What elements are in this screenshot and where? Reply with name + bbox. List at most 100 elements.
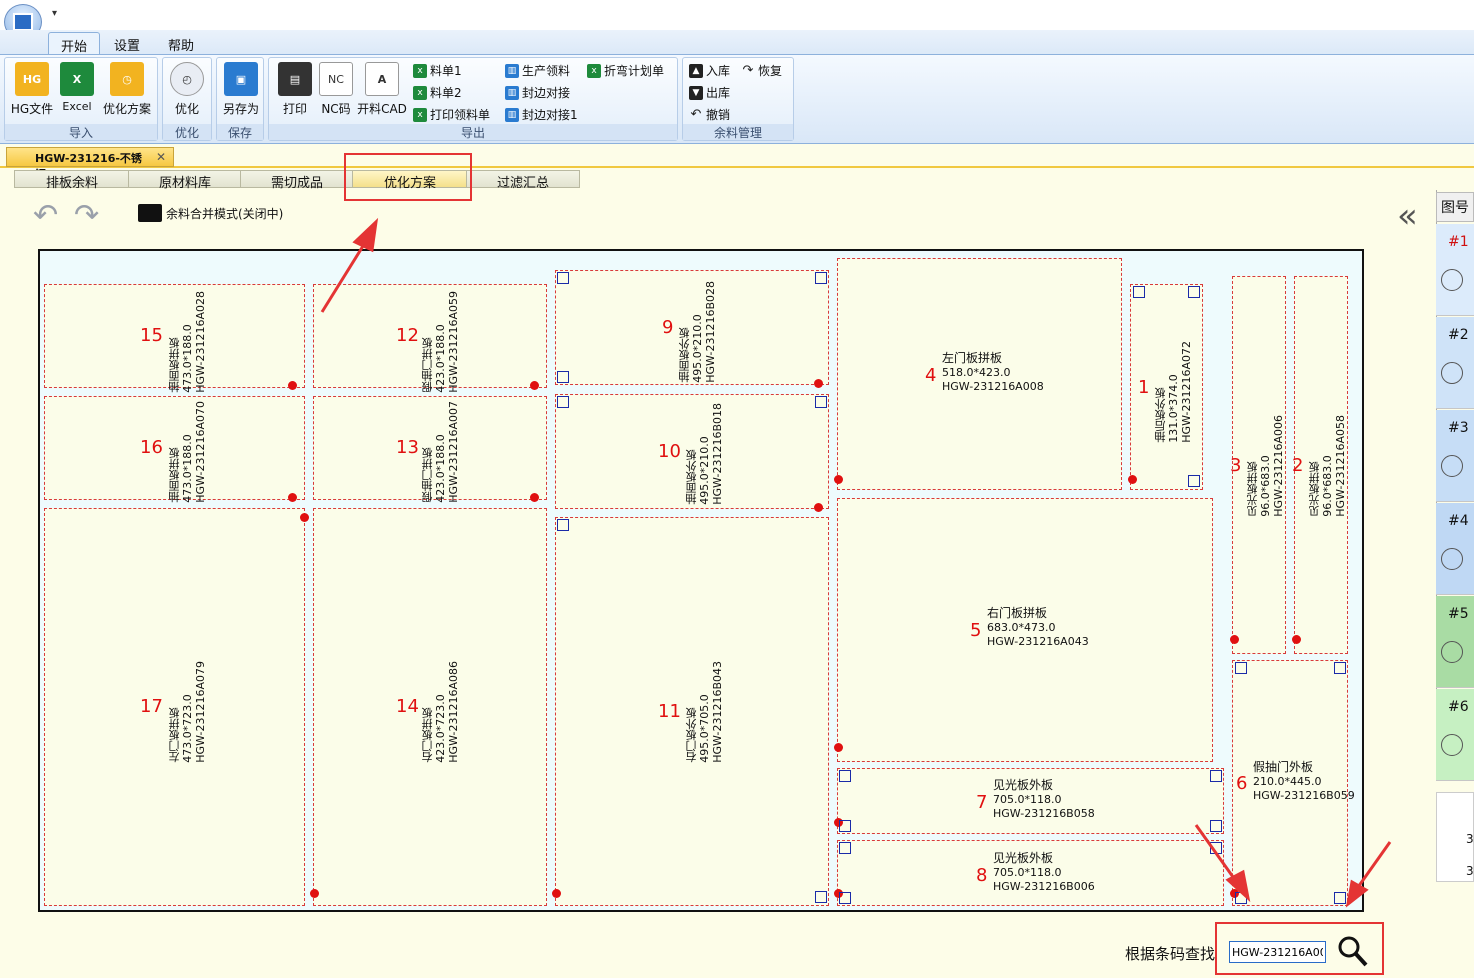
stock-out-button[interactable]: ▼出库 bbox=[689, 84, 730, 101]
group-save: ▣ 另存为 保存 bbox=[216, 57, 264, 141]
document-tab[interactable]: HGW-231216-不锈钢 bbox=[6, 147, 174, 181]
tab-cut-products[interactable]: 需切成品 bbox=[240, 170, 354, 191]
corner-marker bbox=[1210, 820, 1222, 832]
excel-button[interactable]: X Excel bbox=[55, 62, 99, 113]
piece-10[interactable] bbox=[555, 394, 829, 509]
corner-marker bbox=[815, 272, 827, 284]
piece-13[interactable] bbox=[313, 396, 547, 500]
nc-code-button[interactable]: NC NC码 bbox=[317, 62, 355, 117]
edge-banding-button[interactable]: ▥封边对接 bbox=[505, 84, 570, 101]
piece-5[interactable] bbox=[837, 498, 1213, 762]
tab-layout-remnant[interactable]: 排板余料 bbox=[14, 170, 130, 191]
check-circle-icon bbox=[1441, 641, 1463, 663]
tab-raw-material[interactable]: 原材料库 bbox=[128, 170, 242, 191]
excel-icon: X bbox=[60, 62, 94, 96]
cut-marker bbox=[834, 743, 843, 752]
print-button[interactable]: ▤ 打印 bbox=[275, 62, 315, 117]
tab-start[interactable]: 开始 bbox=[48, 32, 101, 55]
piece-8[interactable] bbox=[837, 840, 1224, 906]
piece-15[interactable] bbox=[44, 284, 305, 388]
optimize-plan-button[interactable]: ◷ 优化方案 bbox=[97, 62, 157, 117]
group-import: HG HG文件 X Excel ◷ 优化方案 导入 bbox=[4, 57, 158, 141]
piece-7[interactable] bbox=[837, 768, 1224, 834]
piece-number: 7 bbox=[976, 792, 988, 813]
piece-number: 16 bbox=[140, 437, 163, 458]
highlight-search bbox=[1215, 922, 1384, 975]
hg-file-button[interactable]: HG HG文件 bbox=[9, 62, 55, 117]
edge-banding-1-button[interactable]: ▥封边对接1 bbox=[505, 106, 578, 123]
cut-marker bbox=[1230, 889, 1239, 898]
piece-1[interactable] bbox=[1130, 284, 1203, 490]
drawing-item[interactable]: #6 bbox=[1436, 689, 1474, 781]
clock-icon: ◴ bbox=[170, 62, 204, 96]
table-cell: 3 bbox=[1466, 832, 1474, 846]
tab-optimize-plan[interactable]: 优化方案 bbox=[352, 170, 468, 191]
piece-16[interactable] bbox=[44, 396, 305, 500]
production-picking-button[interactable]: ▥生产领料 bbox=[505, 62, 570, 79]
cut-marker bbox=[814, 503, 823, 512]
search-icon[interactable] bbox=[1336, 934, 1368, 968]
corner-marker bbox=[557, 519, 569, 531]
corner-marker bbox=[1334, 892, 1346, 904]
collapse-panel-icon[interactable]: « bbox=[1397, 196, 1418, 236]
redo-arrow-icon[interactable]: ↷ bbox=[74, 198, 100, 233]
save-as-button[interactable]: ▣ 另存为 bbox=[219, 62, 263, 117]
tab-filter-summary[interactable]: 过滤汇总 bbox=[466, 170, 580, 191]
excel-icon: x bbox=[413, 107, 427, 122]
group-remnant: ▲入库 ↷恢复 ▼出库 ↶撤销 余料管理 bbox=[682, 57, 794, 141]
search-label: 根据条码查找 bbox=[1125, 945, 1216, 963]
redo-button[interactable]: ↷恢复 bbox=[742, 63, 783, 78]
drawing-item[interactable]: #5 bbox=[1436, 596, 1474, 688]
title-bar bbox=[0, 0, 1474, 30]
piece-14[interactable] bbox=[313, 508, 547, 906]
piece-4[interactable] bbox=[837, 258, 1122, 490]
corner-marker bbox=[839, 892, 851, 904]
merge-mode-toggle[interactable]: 余料合并模式(关闭中) bbox=[138, 204, 283, 222]
corner-marker bbox=[815, 891, 827, 903]
corner-marker bbox=[1188, 475, 1200, 487]
piece-11[interactable] bbox=[555, 517, 829, 906]
tab-help[interactable]: 帮助 bbox=[168, 39, 195, 54]
piece-2[interactable] bbox=[1294, 276, 1348, 654]
group-optimize: ◴ 优化 优化 bbox=[162, 57, 212, 141]
cad-button[interactable]: A 开料CAD bbox=[355, 62, 409, 117]
cut-marker bbox=[530, 381, 539, 390]
drawing-item[interactable]: #1 bbox=[1436, 224, 1474, 316]
drawing-item[interactable]: #2 bbox=[1436, 317, 1474, 409]
excel-icon: x bbox=[413, 85, 427, 100]
undo-arrow-icon[interactable]: ↶ bbox=[33, 198, 59, 233]
printer-icon: ▤ bbox=[278, 62, 312, 96]
drawing-item[interactable]: #3 bbox=[1436, 410, 1474, 502]
corner-marker bbox=[1188, 286, 1200, 298]
piece-6[interactable] bbox=[1232, 660, 1348, 906]
drawing-item-label: #5 bbox=[1448, 606, 1469, 622]
nc-icon: NC bbox=[319, 62, 353, 96]
optimize-button[interactable]: ◴ 优化 bbox=[167, 62, 207, 117]
barcode-search-input[interactable] bbox=[1229, 941, 1326, 963]
close-icon[interactable]: ✕ bbox=[156, 150, 167, 164]
piece-17[interactable] bbox=[44, 508, 305, 906]
stock-in-button[interactable]: ▲入库 bbox=[689, 62, 730, 79]
stock-in-icon: ▲ bbox=[689, 63, 703, 78]
drawing-item[interactable]: #4 bbox=[1436, 503, 1474, 595]
check-circle-icon bbox=[1441, 455, 1463, 477]
piece-number: 6 bbox=[1236, 773, 1248, 794]
quick-access-dropdown-icon[interactable]: ▾ bbox=[52, 8, 58, 19]
check-circle-icon bbox=[1441, 734, 1463, 756]
tab-settings[interactable]: 设置 bbox=[114, 39, 141, 54]
undo-button[interactable]: ↶撤销 bbox=[690, 107, 731, 122]
piece-12[interactable] bbox=[313, 284, 547, 388]
piece-3[interactable] bbox=[1232, 276, 1286, 654]
highlight-optimize-tab bbox=[344, 153, 472, 201]
piece-9[interactable] bbox=[555, 270, 829, 385]
check-circle-icon bbox=[1441, 548, 1463, 570]
